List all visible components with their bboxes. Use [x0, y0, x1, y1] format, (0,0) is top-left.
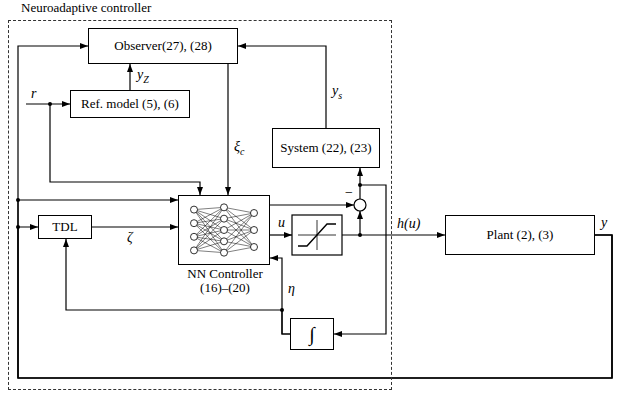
signal-name: h(u): [396, 217, 421, 231]
controller-region: Observer(27), (28) Ref. model (5), (6) Sys…: [8, 20, 392, 390]
region-heading: Neuroadaptive controller: [21, 1, 151, 16]
neural-network-box: NN Controller (16)–(20): [178, 195, 270, 265]
signal-name: y: [600, 216, 608, 230]
node-label: TDL: [52, 220, 77, 235]
process-box: Observer(27), (28): [88, 28, 238, 64]
node-label: Ref. model (5), (6): [81, 97, 179, 112]
node-label: NN Controller (16)–(20): [173, 267, 277, 296]
node-label: ∫: [309, 323, 314, 346]
signal-name: yZ: [136, 68, 150, 85]
process-box: System (22), (23): [272, 128, 380, 168]
signal-name: u: [277, 216, 286, 230]
signal-connector: [270, 258, 290, 334]
signal-name: r: [30, 87, 37, 101]
saturation-curve: [298, 224, 336, 246]
integrator-box: ∫: [290, 318, 334, 350]
node-label: Observer(27), (28): [114, 39, 211, 54]
signal-name: ys: [331, 84, 343, 101]
signal-name: η: [287, 282, 296, 296]
saturated-wire: [342, 234, 445, 235]
signal-connector: [238, 46, 326, 128]
summing-junction: [354, 199, 366, 211]
signal-connector: [18, 46, 612, 378]
signal-connector: [129, 64, 130, 90]
error-wire: [334, 185, 386, 334]
signal-connector: [92, 226, 178, 227]
node-label: System (22), (23): [280, 141, 371, 156]
branch-dot: [48, 102, 52, 106]
signal-connector: [18, 200, 612, 378]
signal-connector: [227, 64, 228, 195]
saturated-wire: [359, 211, 360, 235]
signal-name: −: [343, 186, 354, 200]
delay-box: TDL: [38, 215, 92, 239]
plant-box: Plant (2), (3): [445, 215, 595, 255]
branch-dot: [358, 233, 362, 237]
saturation-axes: [298, 220, 336, 250]
signal-name: ξc: [233, 140, 245, 157]
node-label: Plant (2), (3): [487, 228, 554, 243]
neural-network-icon: [179, 196, 269, 264]
process-box: Ref. model (5), (6): [70, 90, 190, 118]
control-wire: [270, 234, 292, 235]
branch-dot: [358, 183, 362, 187]
saturation-block: [292, 215, 342, 255]
signal-name: ζ: [126, 231, 134, 245]
control-wire: [270, 204, 354, 205]
